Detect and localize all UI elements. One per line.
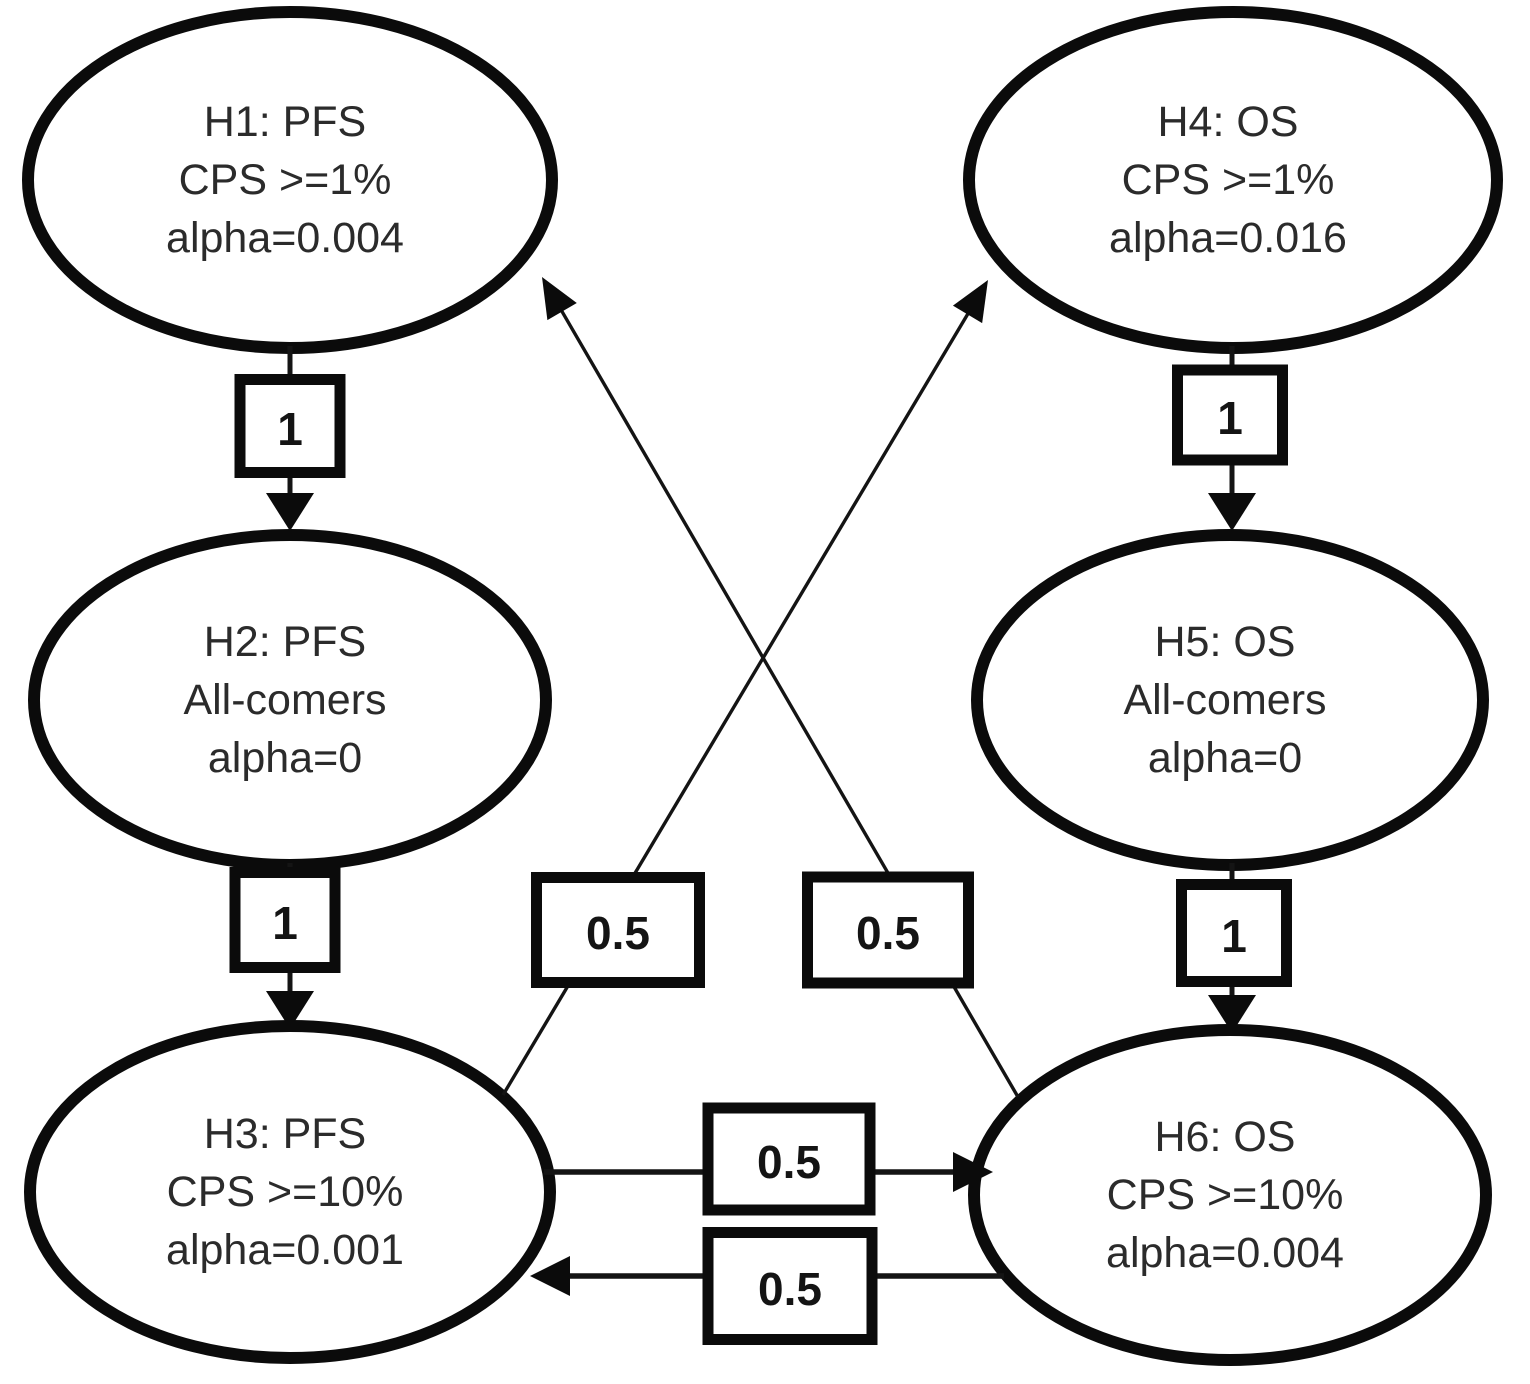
node-h5-label: H5: OS All-comers alpha=0	[1123, 618, 1326, 782]
edge-h6-h1-weight-label: 0.5	[856, 907, 920, 959]
edge-h6-h3-weight-label: 0.5	[758, 1263, 822, 1315]
node-h1-label-line: H1: PFS	[204, 98, 367, 146]
edge-h3-h6-weight-label: 0.5	[757, 1136, 821, 1188]
edge-h5-h6-arrowhead	[1208, 995, 1256, 1033]
edge-h6-h3-arrowhead	[530, 1256, 570, 1296]
node-h6-label: H6: OS CPS >=10% alpha=0.004	[1106, 1113, 1344, 1277]
node-h6-label-line: H6: OS	[1155, 1113, 1296, 1161]
node-h5-label-line: alpha=0	[1148, 734, 1302, 782]
node-h4-label: H4: OS CPS >=1% alpha=0.016	[1109, 98, 1347, 262]
node-h2-label-line: All-comers	[183, 676, 386, 724]
node-h6-ellipse	[968, 1024, 1492, 1366]
node-h4-label-line: H4: OS	[1158, 98, 1299, 146]
node-h5-label-line: H5: OS	[1155, 618, 1296, 666]
node-h3-label: H3: PFS CPS >=10% alpha=0.001	[166, 1110, 404, 1274]
node-h6-label-line: alpha=0.004	[1106, 1229, 1344, 1277]
node-h4-label-line: CPS >=1%	[1122, 156, 1335, 204]
edge-h4-h5-arrowhead	[1208, 493, 1256, 531]
edge-h5-h6-weight-label: 1	[1221, 910, 1247, 962]
node-h3-label-line: H3: PFS	[204, 1110, 367, 1158]
edge-h6-h1-weight-box	[802, 871, 974, 989]
edge-h1-h2-arrowhead	[266, 493, 314, 531]
node-h2-label: H2: PFS All-comers alpha=0	[183, 618, 386, 782]
node-h5-label-line: All-comers	[1123, 676, 1326, 724]
edge-h6-h3-weight-box	[702, 1227, 878, 1345]
edge-h1-h2-weight-label: 1	[277, 403, 303, 455]
edge-h3-h6-arrowhead	[953, 1152, 993, 1192]
edge-h2-h3-arrowhead	[266, 991, 314, 1029]
edge-h2-h3-weight-box	[229, 867, 341, 973]
edge-h4-h5-weight-label: 1	[1217, 392, 1243, 444]
edge-h2-h3-weight-label: 1	[272, 897, 298, 949]
edge-h1-h2-weight-box	[234, 374, 346, 478]
edge-h3-h4-weight-box	[531, 872, 705, 988]
node-h6-label-line: CPS >=10%	[1107, 1171, 1344, 1219]
node-h2-label-line: H2: PFS	[204, 618, 367, 666]
node-h1-label-line: CPS >=1%	[179, 156, 392, 204]
edge-h6-h1-arrowhead	[542, 277, 577, 321]
edge-h3-h4-arrowhead	[952, 280, 988, 324]
edge-h4-h5-weight-box	[1172, 364, 1288, 466]
node-h1-label: H1: PFS CPS >=1% alpha=0.004	[166, 98, 404, 262]
edge-h3-h4-weight-label: 0.5	[586, 907, 650, 959]
node-h3-label-line: alpha=0.001	[166, 1226, 404, 1274]
edge-h5-h6-weight-box	[1176, 879, 1292, 987]
edge-h3-h6-weight-box	[702, 1102, 876, 1216]
node-h1-label-line: alpha=0.004	[166, 214, 404, 262]
node-h3-label-line: CPS >=10%	[167, 1168, 404, 1216]
node-h4-label-line: alpha=0.016	[1109, 214, 1347, 262]
node-h2-label-line: alpha=0	[208, 734, 362, 782]
